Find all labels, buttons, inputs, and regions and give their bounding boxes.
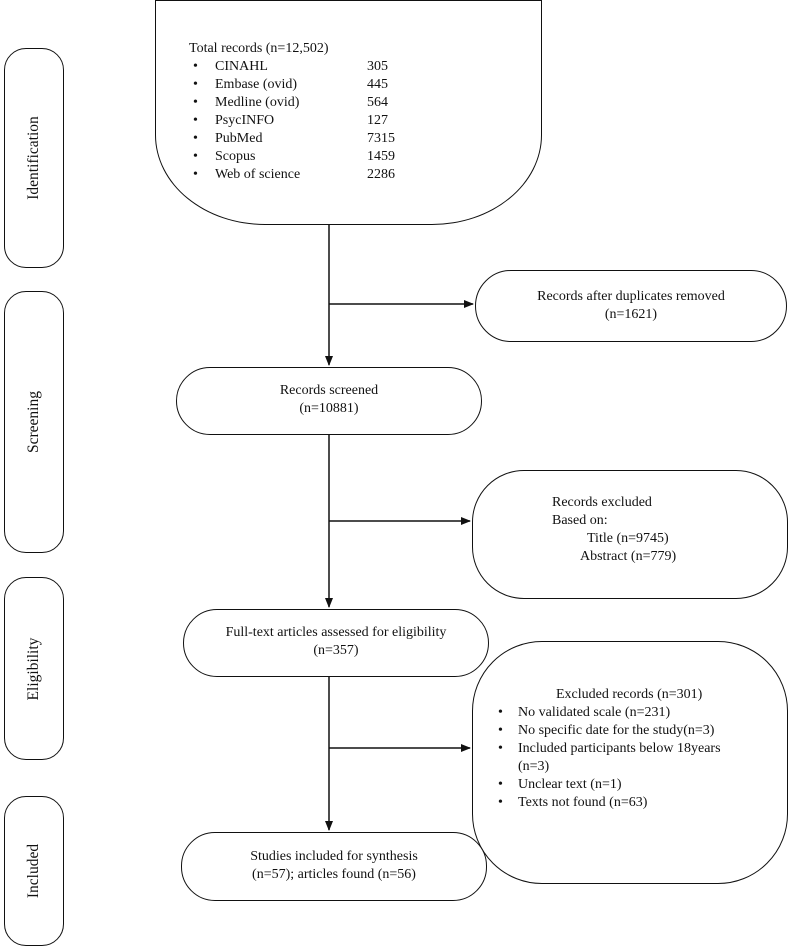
list-item: • Texts not found (n=63) (496, 794, 721, 812)
database-name: CINAHL (215, 59, 268, 74)
records-excluded-title: Records excluded (552, 495, 652, 510)
database-name: PubMed (215, 131, 263, 146)
full-text-label: Full-text articles assessed for eligibil… (225, 625, 447, 640)
stage-label: Screening (25, 391, 42, 453)
total-records-content: Total records (n=12,502) • CINAHL 305 • Emb… (189, 40, 427, 184)
list-item: • No specific date for the study(n=3) (496, 722, 721, 740)
excluded-reason: Unclear text (n=1) (518, 777, 622, 792)
bullet-icon: • (193, 59, 198, 74)
bullet-icon: • (193, 113, 198, 128)
duplicates-removed-box (475, 270, 787, 342)
excluded-records-content: Excluded records (n=301) • No validated s… (496, 686, 721, 812)
excluded-reason: No specific date for the study(n=3) (518, 723, 715, 738)
list-item: • PsycINFO 127 (189, 112, 427, 130)
excluded-reason: No validated scale (n=231) (518, 705, 671, 720)
stage-eligibility: Eligibility (4, 577, 64, 760)
list-item: • Embase (ovid) 445 (189, 76, 427, 94)
list-item-continuation: (n=3) (496, 758, 721, 776)
records-screened-label: Records screened (279, 383, 379, 398)
bullet-icon: • (193, 167, 198, 182)
excluded-reason: Included participants below 18years (518, 741, 721, 756)
list-item: • Unclear text (n=1) (496, 776, 721, 794)
stage-screening: Screening (4, 291, 64, 553)
bullet-icon: • (498, 705, 503, 720)
full-text-content: Full-text articles assessed for eligibil… (183, 624, 489, 660)
list-item: • PubMed 7315 (189, 130, 427, 148)
records-excluded-abstract-count: Abstract (n=779) (580, 549, 677, 564)
excluded-reason: Texts not found (n=63) (518, 795, 648, 810)
records-excluded-basis: Based on: (552, 513, 608, 528)
bullet-icon: • (498, 777, 503, 792)
duplicates-removed-content: Records after duplicates removed (n=1621… (475, 288, 787, 324)
database-name: Web of science (215, 167, 301, 182)
bullet-icon: • (193, 131, 198, 146)
records-excluded-content: Records excluded Based on: Title (n=9745… (472, 494, 788, 566)
list-item: • CINAHL 305 (189, 58, 427, 76)
list-item: • No validated scale (n=231) (496, 704, 721, 722)
database-count: 564 (367, 95, 388, 110)
list-item: • Web of science 2286 (189, 166, 427, 184)
excluded-records-box (472, 641, 788, 884)
bullet-icon: • (498, 795, 503, 810)
records-screened-content: Records screened (n=10881) (176, 382, 482, 418)
stage-label: Eligibility (25, 637, 42, 700)
included-label: Studies included for synthesis (250, 849, 418, 864)
excluded-reason-count: (n=3) (518, 759, 550, 774)
total-records-title: Total records (n=12,502) (189, 41, 329, 56)
list-item: • Scopus 1459 (189, 148, 427, 166)
records-screened-box (176, 367, 482, 435)
included-content: Studies included for synthesis (n=57); a… (181, 848, 487, 884)
list-item: • Included participants below 18years (496, 740, 721, 758)
stage-identification: Identification (4, 48, 64, 268)
records-excluded-title-count: Title (n=9745) (587, 531, 669, 546)
bullet-icon: • (498, 741, 503, 756)
stage-label: Included (25, 843, 42, 899)
database-count: 305 (367, 59, 388, 74)
stage-included: Included (4, 796, 64, 946)
total-records-box (155, 0, 542, 225)
records-screened-count: (n=10881) (299, 401, 359, 416)
bullet-icon: • (193, 77, 198, 92)
bullet-icon: • (193, 149, 198, 164)
bullet-icon: • (193, 95, 198, 110)
database-count: 127 (367, 113, 388, 128)
full-text-box (183, 609, 489, 677)
list-item: • Medline (ovid) 564 (189, 94, 427, 112)
database-name: Scopus (215, 149, 256, 164)
duplicates-removed-label: Records after duplicates removed (537, 289, 725, 304)
database-name: Embase (ovid) (215, 77, 298, 92)
database-count: 445 (367, 77, 388, 92)
database-name: Medline (ovid) (215, 95, 300, 110)
records-excluded-box (472, 470, 788, 599)
excluded-records-title: Excluded records (n=301) (556, 687, 703, 702)
database-count: 7315 (367, 131, 395, 146)
included-box (181, 832, 487, 901)
database-count: 2286 (367, 167, 395, 182)
included-count: (n=57); articles found (n=56) (252, 867, 416, 882)
stage-label: Identification (25, 116, 42, 200)
bullet-icon: • (498, 723, 503, 738)
database-name: PsycINFO (215, 113, 275, 128)
database-count: 1459 (367, 149, 395, 164)
duplicates-removed-count: (n=1621) (604, 307, 658, 322)
full-text-count: (n=357) (313, 643, 359, 658)
